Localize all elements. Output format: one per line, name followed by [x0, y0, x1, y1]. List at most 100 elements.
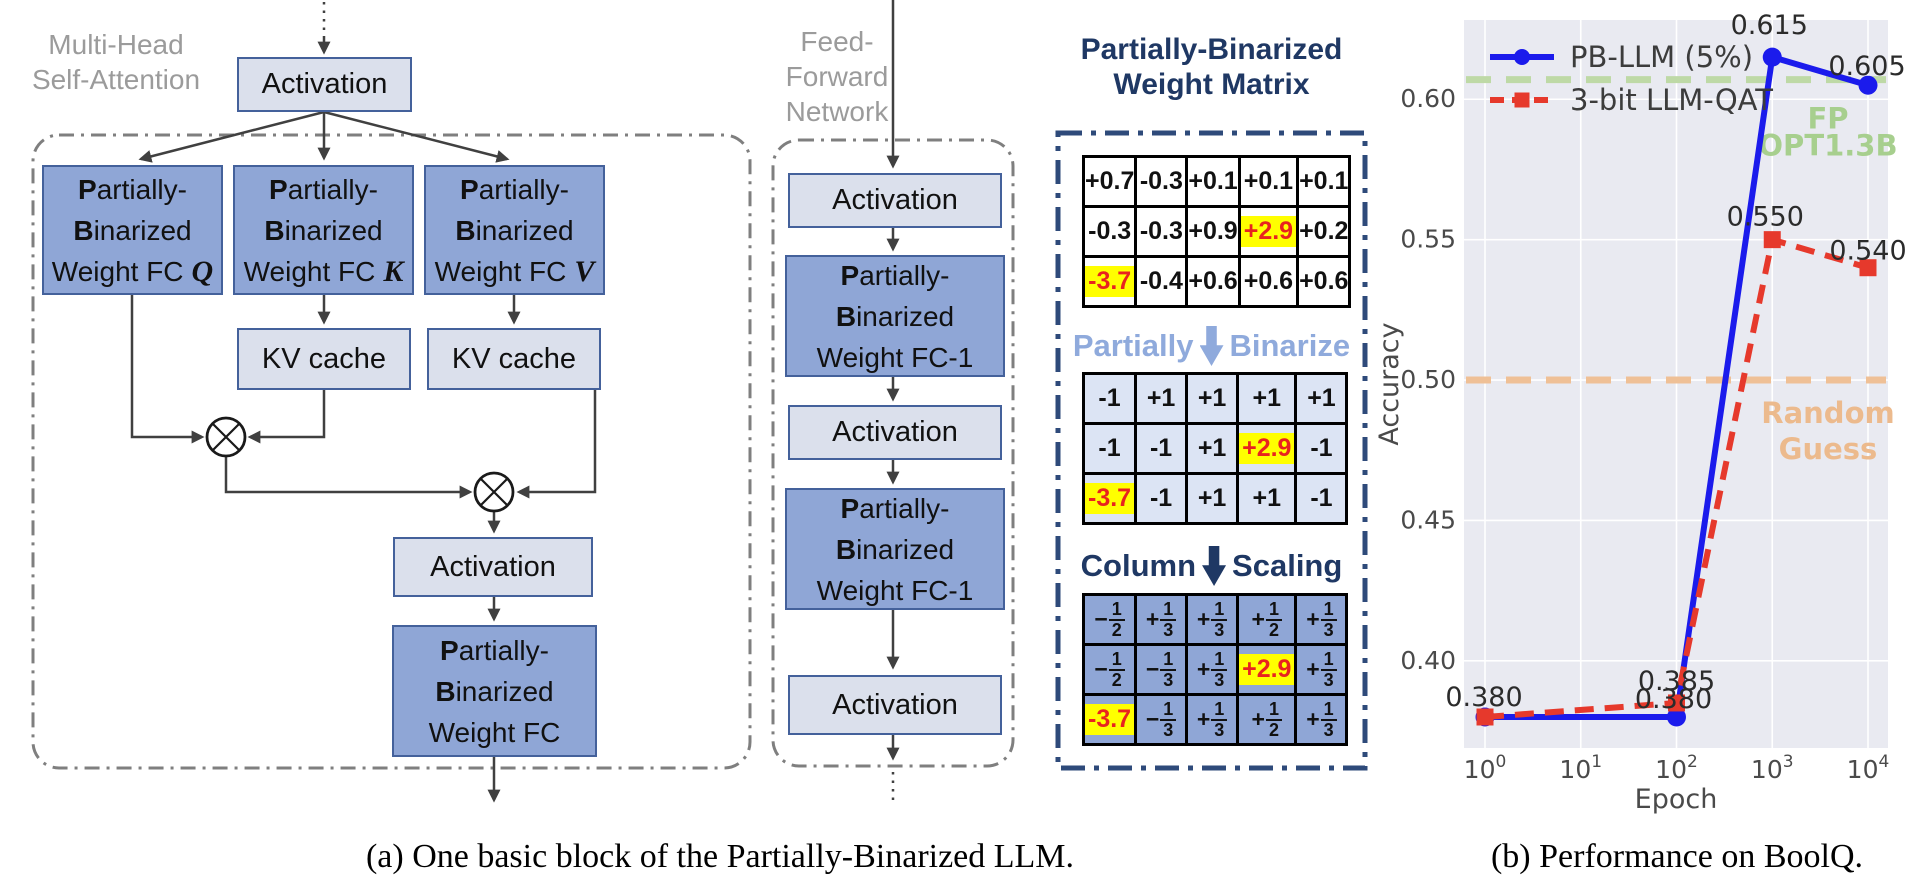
matrix-cell: +0.9	[1185, 205, 1241, 258]
matrix-cell: +1	[1236, 372, 1298, 425]
y-tick-label: 0.60	[1400, 84, 1456, 113]
matrix-cell: +1	[1185, 422, 1240, 475]
data-point-marker	[1476, 708, 1494, 726]
caption-b: (b) Performance on BoolQ.	[1490, 838, 1863, 875]
fc-out-box: Partially- Binarized Weight FC	[392, 625, 597, 757]
q-symbol: Q	[191, 254, 214, 288]
x-tick-label: 103	[1751, 752, 1794, 784]
y-tick-label: 0.40	[1400, 646, 1456, 675]
matrix-cell: +0.1	[1185, 155, 1241, 208]
caption-a: (a) One basic block of the Partially-Bin…	[365, 838, 1075, 875]
matrix-cell: +1	[1185, 472, 1240, 525]
matrix-cell: +1	[1294, 372, 1349, 425]
salient-weight-highlight: +2.9	[1239, 433, 1295, 464]
series-line-pb-llm-5-	[1485, 54, 1869, 720]
legend-label: 3-bit LLM-QAT	[1570, 83, 1773, 117]
matrix-cell: +1	[1134, 372, 1189, 425]
reference-label: FP	[1807, 102, 1848, 136]
value-annotation: 0.540	[1829, 236, 1906, 267]
series-line-3-bit-llm-qat	[1484, 236, 1869, 720]
reference-label: OPT1.3B	[1758, 129, 1897, 163]
activation-box-top: Activation	[237, 57, 412, 112]
salient-weight-highlight: -3.7	[1085, 704, 1135, 735]
activation-box-attn-out: Activation	[393, 537, 593, 597]
x-tick-label: 101	[1559, 752, 1602, 784]
matrix-cell: +0.6	[1185, 255, 1241, 308]
ffn-activation-box-2: Activation	[788, 405, 1002, 460]
salient-weight-highlight: +2.9	[1239, 654, 1295, 685]
matrix-cell: -1	[1294, 422, 1349, 475]
matrix-cell: -3.7	[1081, 255, 1138, 308]
matrix-cell: -0.3	[1134, 155, 1189, 208]
ffn-activation-box-3: Activation	[788, 675, 1002, 735]
matrix-cell: -0.3	[1081, 205, 1138, 258]
matrix-cell: +2.9	[1236, 422, 1298, 475]
value-annotation: 0.615	[1731, 10, 1808, 41]
matrix-cell: +0.1	[1237, 155, 1300, 208]
ffn-fc1-box-2: Partially- Binarized Weight FC-1	[785, 488, 1005, 610]
matrix-cell: -0.4	[1134, 255, 1189, 308]
scaling-down-arrow-icon	[1202, 546, 1227, 586]
x-axis-title: Epoch	[1635, 784, 1718, 815]
value-annotation: 0.605	[1828, 51, 1905, 82]
data-point-marker	[1763, 231, 1781, 249]
matrix-cell: +0.6	[1296, 255, 1352, 308]
reference-label: Random	[1761, 396, 1894, 430]
y-axis-title: Accuracy	[1374, 322, 1405, 445]
data-point-marker	[1858, 75, 1878, 95]
ffn-label: Feed- Forward Network	[785, 26, 889, 127]
matrix-cell: +0.1	[1296, 155, 1352, 208]
matrix-cell: -1	[1081, 372, 1138, 425]
matrix-cell: +2.9	[1237, 205, 1300, 258]
step-partially-binarize: Partially Binarize	[1058, 324, 1365, 368]
salient-weight-highlight: -3.7	[1085, 266, 1135, 297]
matrix-cell: +0.6	[1237, 255, 1300, 308]
kv-cache-box-k: KV cache	[237, 328, 411, 390]
data-point-marker	[1762, 47, 1782, 67]
matrix-cell: -1	[1294, 472, 1349, 525]
data-point-marker	[1667, 707, 1686, 727]
matrix-cell: -0.3	[1134, 205, 1189, 258]
matrix-cell: -3.7	[1081, 472, 1138, 525]
y-tick-label: 0.50	[1400, 365, 1456, 394]
kv-cache-box-v: KV cache	[427, 328, 601, 390]
x-tick-label: 104	[1847, 752, 1890, 784]
reference-label: Guess	[1779, 432, 1878, 466]
ffn-fc1-box-1: Partially- Binarized Weight FC-1	[785, 255, 1005, 377]
multiply-icon	[205, 416, 515, 513]
step-column-scaling: Column Scaling	[1058, 544, 1365, 588]
matrix-cell: -1	[1134, 472, 1189, 525]
matrix-binarized-weights: -1+1+1+1+1-1-1+1+2.9-1-3.7-1+1+1-1	[1081, 372, 1349, 525]
salient-weight-highlight: -3.7	[1085, 483, 1135, 514]
v-symbol: V	[574, 254, 595, 288]
matrix-panel-title: Partially-Binarized Weight Matrix	[1080, 33, 1343, 101]
data-point-marker	[1475, 707, 1495, 727]
value-annotation: 0.385	[1638, 666, 1715, 697]
binarize-down-arrow-icon	[1199, 326, 1224, 366]
x-tick-label: 102	[1655, 752, 1698, 784]
matrix-cell: -3.7	[1081, 693, 1138, 746]
y-tick-label: 0.45	[1400, 505, 1456, 534]
value-annotation: 0.380	[1635, 684, 1712, 715]
value-annotation: 0.550	[1727, 202, 1804, 233]
ffn-activation-box-1: Activation	[788, 173, 1002, 228]
matrix-original-weights: +0.7-0.3+0.1+0.1+0.1-0.3-0.3+0.9+2.9+0.2…	[1081, 155, 1352, 308]
